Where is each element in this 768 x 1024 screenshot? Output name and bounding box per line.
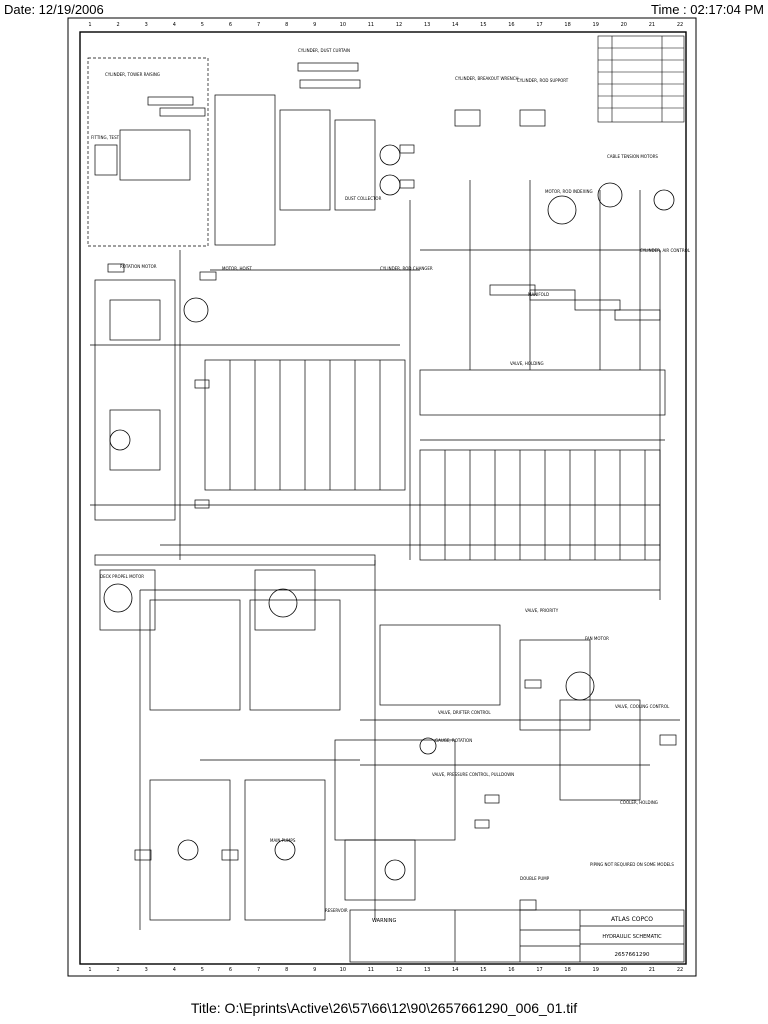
time-stamp: Time : 02:17:04 PM	[651, 2, 764, 17]
border-number-bottom: 7	[257, 967, 260, 973]
label-rod-indexing: MOTOR, ROD INDEXING	[545, 189, 593, 194]
label-reservoir: RESERVOIR	[325, 908, 348, 913]
border-number-top: 7	[257, 22, 260, 28]
border-number-bottom: 6	[229, 967, 232, 973]
label-dust-curtain: CYLINDER, DUST CURTAIN	[298, 48, 350, 53]
company-name: ATLAS COPCO	[611, 916, 653, 923]
border-number-bottom: 3	[145, 967, 148, 973]
border-number-top: 16	[508, 22, 514, 28]
border-number-bottom: 16	[508, 967, 514, 973]
border-number-top: 21	[649, 22, 655, 28]
border-number-bottom: 14	[452, 967, 458, 973]
border-number-top: 15	[480, 22, 486, 28]
border-number-top: 5	[201, 22, 204, 28]
label-piping-note: PIPING NOT REQUIRED ON SOME MODELS	[590, 862, 674, 867]
outer-frame	[67, 17, 697, 977]
border-number-top: 9	[313, 22, 316, 28]
border-number-bottom: 11	[368, 967, 374, 973]
border-number-top: 11	[368, 22, 374, 28]
warning-label: WARNING	[372, 918, 397, 924]
drawing-number: 2657661290	[615, 952, 650, 958]
border-number-top: 19	[593, 22, 599, 28]
border-number-bottom: 1	[88, 967, 91, 973]
label-double-pump: DOUBLE PUMP	[520, 876, 550, 881]
border-number-top: 4	[173, 22, 176, 28]
border-number-top: 3	[145, 22, 148, 28]
label-dust-collector: DUST COLLECTOR	[345, 196, 382, 201]
label-valve-holding: VALVE, HOLDING	[510, 361, 544, 366]
border-number-top: 14	[452, 22, 458, 28]
border-number-bottom: 19	[593, 967, 599, 973]
file-title: Title: O:\Eprints\Active\26\57\66\12\90\…	[190, 1000, 578, 1016]
border-number-bottom: 21	[649, 967, 655, 973]
label-rod-support: CYLINDER, ROD SUPPORT	[517, 78, 569, 83]
label-fitting-test: FITTING, TEST	[91, 135, 120, 140]
label-deck-propel: DECK PROPEL MOTOR	[100, 574, 144, 579]
border-number-top: 1	[88, 22, 91, 28]
label-manifold: MANIFOLD	[528, 292, 549, 297]
border-number-top: 18	[564, 22, 570, 28]
border-number-bottom: 13	[424, 967, 430, 973]
label-drifter-control: VALVE, DRIFTER CONTROL	[438, 710, 491, 715]
label-air-control: CYLINDER, AIR CONTROL	[640, 248, 691, 253]
border-number-bottom: 8	[285, 967, 288, 973]
border-number-bottom: 9	[313, 967, 316, 973]
border-number-top: 10	[340, 22, 346, 28]
revision-block	[597, 35, 685, 123]
border-number-top: 22	[677, 22, 683, 28]
border-number-top: 8	[285, 22, 288, 28]
label-motor-hoist: MOTOR, HOIST	[222, 266, 252, 271]
border-number-top: 13	[424, 22, 430, 28]
motor-symbols	[103, 144, 675, 881]
border-number-top: 20	[621, 22, 627, 28]
border-number-bottom: 20	[621, 967, 627, 973]
label-tower-raising: CYLINDER, TOWER RAISING	[105, 72, 160, 77]
inner-frame	[79, 31, 687, 965]
date-stamp: Date: 12/19/2006	[4, 2, 104, 17]
title-block	[349, 909, 685, 963]
border-number-top: 2	[117, 22, 120, 28]
border-number-top: 12	[396, 22, 402, 28]
label-rotation-motor: ROTATION MOTOR	[120, 264, 157, 269]
label-cable-tension: CABLE TENSION MOTORS	[607, 154, 658, 159]
border-number-bottom: 22	[677, 967, 683, 973]
border-number-bottom: 18	[564, 967, 570, 973]
border-number-bottom: 5	[201, 967, 204, 973]
label-rod-changer: CYLINDER, ROD CHANGER	[380, 266, 433, 271]
label-valve-priority: VALVE, PRIORITY	[525, 608, 559, 613]
border-number-bottom: 17	[536, 967, 542, 973]
component-labels: CYLINDER, TOWER RAISING CYLINDER, DUST C…	[91, 48, 691, 913]
label-pressure-control: VALVE, PRESSURE CONTROL, PULLDOWN	[432, 772, 514, 777]
border-number-bottom: 4	[173, 967, 176, 973]
border-number-bottom: 2	[117, 967, 120, 973]
sheet-title: HYDRAULIC SCHEMATIC	[602, 934, 662, 940]
schematic-lines	[87, 57, 680, 930]
label-gauge-rotation: GAUGE, ROTATION	[435, 738, 472, 743]
label-cooling-control: VALVE, COOLING CONTROL	[615, 704, 670, 709]
border-number-top: 6	[229, 22, 232, 28]
label-main-pumps: MAIN PUMPS	[270, 838, 296, 843]
border-number-bottom: 15	[480, 967, 486, 973]
border-number-top: 17	[536, 22, 542, 28]
border-number-bottom: 10	[340, 967, 346, 973]
label-breakout-wrench: CYLINDER, BREAKOUT WRENCH	[455, 76, 519, 81]
border-number-bottom: 12	[396, 967, 402, 973]
label-fan-motor: FAN MOTOR	[585, 636, 609, 641]
label-cooler-holding: COOLER, HOLDING	[620, 800, 658, 805]
border-numbers: 1122334455667788991010111112121313141415…	[88, 22, 683, 973]
